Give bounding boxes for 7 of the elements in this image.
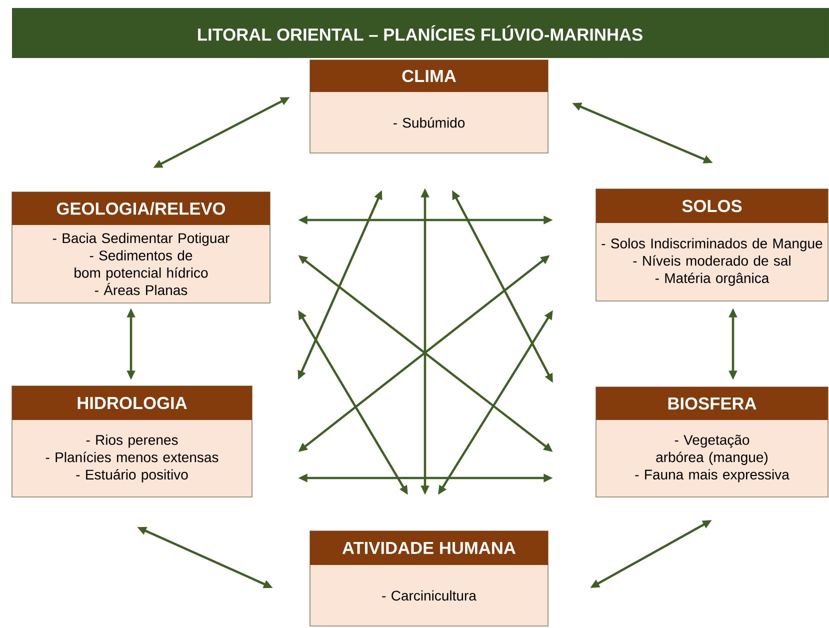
topic-box: BIOSFERA - Vegetação arbórea (mangue) - Fauna mais expressiva [596, 386, 828, 498]
topic-box: GEOLOGIA/RELEVO - Bacia Sedimentar Potiguar - Sedimentos de bom potencial hídrico - Áreas Planas [12, 192, 270, 304]
topic-box: ATIVIDADE HUMANA - Carcinicultura [310, 530, 548, 626]
topic-box: SOLOS - Solos Indiscriminados de Mangue - Níveis moderado de sal - Matéria orgânica [596, 188, 828, 302]
topic-box: CLIMA - Subúmido [310, 60, 548, 154]
topic-box: HIDROLOGIA - Rios perenes - Planícies menos extensas - Estuário positivo [12, 386, 252, 498]
title-banner: LITORAL ORIENTAL – PLANÍCIES FLÚVIO-MARINHAS [12, 8, 829, 58]
